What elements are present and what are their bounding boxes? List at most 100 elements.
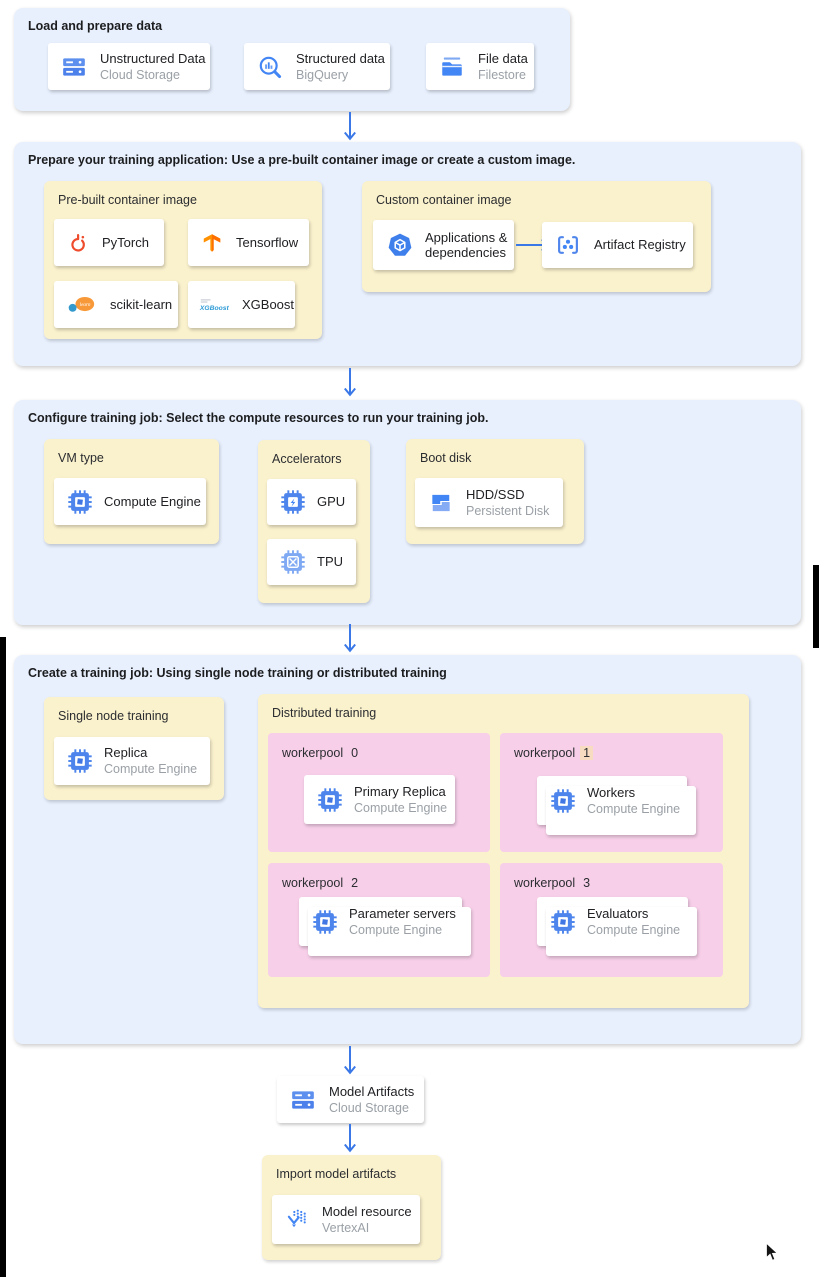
- tensorflow-icon: [201, 232, 223, 254]
- card-title: Applications & dependencies: [425, 230, 508, 260]
- left-edge-black-strip: [0, 637, 6, 1277]
- card-subtitle: Compute Engine: [587, 801, 681, 816]
- card-text: File data Filestore: [478, 51, 528, 83]
- panel-label: Boot disk: [420, 451, 472, 465]
- workerpool-name: workerpool: [514, 876, 576, 890]
- card-subtitle: Compute Engine: [104, 762, 198, 776]
- compute-engine-icon: [550, 909, 576, 935]
- panel-single-node-training: Single node training Replica Compute Eng…: [44, 697, 224, 800]
- tpu-chip-icon: [280, 549, 306, 575]
- persistent-disk-icon: [428, 490, 454, 516]
- card-title: Parameter servers: [349, 905, 456, 921]
- cloud-storage-icon: [290, 1087, 316, 1113]
- card-text: Evaluators Compute Engine: [587, 906, 680, 938]
- section-title: Configure training job: Select the compu…: [28, 411, 489, 425]
- card-title: Model resource: [322, 1203, 412, 1219]
- xgboost-icon: [197, 297, 233, 313]
- pytorch-icon: [67, 232, 89, 254]
- compute-engine-icon: [550, 788, 576, 814]
- section-configure-training-job: Configure training job: Select the compu…: [14, 400, 801, 625]
- applications-dependencies-icon: [386, 231, 414, 259]
- workerpool-number: 2: [351, 876, 359, 890]
- card-text: Model resource VertexAI: [322, 1204, 412, 1236]
- panel-prebuilt-container-image: Pre-built container image PyTorch Tensor…: [44, 181, 322, 339]
- bigquery-icon: [257, 54, 283, 80]
- section-title: Prepare your training application: Use a…: [28, 153, 576, 167]
- card-subtitle: Compute Engine: [354, 800, 448, 815]
- panel-label: Import model artifacts: [276, 1167, 397, 1181]
- card-subtitle: VertexAI: [322, 1220, 370, 1235]
- down-arrow: [343, 1046, 357, 1075]
- panel-label: VM type: [58, 451, 104, 465]
- compute-engine-icon: [67, 489, 93, 515]
- card-title: Artifact Registry: [594, 237, 686, 252]
- card-model-resource: Model resource VertexAI: [272, 1195, 420, 1244]
- section-title: Load and prepare data: [28, 19, 163, 33]
- card-pytorch: PyTorch: [54, 219, 164, 266]
- panel-custom-container-image: Custom container image Applications & de…: [362, 181, 711, 292]
- card-title: Primary Replica: [354, 783, 446, 799]
- card-title: HDD/SSD: [466, 486, 525, 502]
- card-subtitle: Compute Engine: [349, 922, 443, 937]
- card-gpu: GPU: [267, 479, 356, 525]
- panel-label: Single node training: [58, 709, 169, 723]
- card-subtitle: BigQuery: [296, 67, 349, 82]
- card-file-data: File data Filestore: [426, 43, 534, 90]
- card-subtitle: Persistent Disk: [466, 503, 550, 518]
- scikit-learn-icon: [67, 296, 97, 313]
- panel-label: Pre-built container image: [58, 193, 197, 207]
- card-title: scikit-learn: [110, 296, 173, 312]
- card-xgboost: XGBoost: [188, 281, 295, 328]
- workerpool-3: workerpool 3 Evaluators Compute Engine: [500, 863, 723, 977]
- card-text: Primary Replica Compute Engine: [354, 784, 447, 816]
- workerpool-number-highlighted: 1: [580, 746, 594, 760]
- card-compute-engine: Compute Engine: [54, 478, 206, 525]
- card-tpu: TPU: [267, 539, 356, 585]
- card-title: Unstructured Data: [100, 50, 206, 66]
- card-hdd-ssd: HDD/SSD Persistent Disk: [415, 478, 563, 527]
- filestore-icon: [439, 54, 465, 80]
- workerpool-name: workerpool: [514, 746, 576, 760]
- card-title: Evaluators: [587, 905, 649, 921]
- card-unstructured-data: Unstructured Data Cloud Storage: [48, 43, 210, 90]
- card-title: PyTorch: [102, 234, 149, 250]
- card-subtitle: Cloud Storage: [329, 1100, 409, 1115]
- section-create-training-job: Create a training job: Using single node…: [14, 655, 801, 1044]
- compute-engine-icon: [317, 787, 343, 813]
- card-text: Parameter servers Compute Engine: [349, 906, 456, 938]
- card-structured-data: Structured data BigQuery: [244, 43, 390, 90]
- card-title: TPU: [317, 554, 343, 569]
- mouse-cursor: [765, 1242, 780, 1263]
- card-text: HDD/SSD Persistent Disk: [466, 487, 549, 519]
- section-prepare-training-application: Prepare your training application: Use a…: [14, 142, 801, 366]
- workerpool-number: 3: [583, 876, 591, 890]
- card-evaluators: Evaluators Compute Engine: [537, 897, 697, 956]
- card-title: File data: [478, 50, 528, 66]
- card-title: Structured data: [296, 50, 385, 66]
- workerpool-name: workerpool: [282, 876, 344, 890]
- artifact-registry-icon: [555, 232, 581, 258]
- card-text: Model Artifacts Cloud Storage: [329, 1084, 414, 1116]
- card-text: Structured data BigQuery: [296, 51, 385, 83]
- card-tensorflow: Tensorflow: [188, 219, 309, 266]
- down-arrow: [343, 1124, 357, 1153]
- workerpool-number: 0: [351, 746, 359, 760]
- card-title: XGBoost: [242, 296, 295, 312]
- card-scikit-learn: scikit-learn: [54, 281, 178, 328]
- card-text: Workers Compute Engine: [587, 785, 680, 817]
- card-title: Compute Engine: [104, 493, 201, 509]
- workerpool-label: workerpool 1: [514, 746, 594, 760]
- card-workers: Workers Compute Engine: [537, 776, 696, 835]
- panel-vm-type: VM type Compute Engine: [44, 439, 219, 544]
- compute-engine-icon: [312, 909, 338, 935]
- card-title: Replica: [104, 745, 148, 760]
- cloud-storage-icon: [61, 54, 87, 80]
- card-replica: Replica Compute Engine: [54, 737, 210, 785]
- card-title: Tensorflow: [236, 234, 299, 250]
- workerpool-label: workerpool 3: [514, 876, 593, 890]
- card-title: GPU: [317, 494, 346, 509]
- card-primary-replica: Primary Replica Compute Engine: [304, 775, 455, 824]
